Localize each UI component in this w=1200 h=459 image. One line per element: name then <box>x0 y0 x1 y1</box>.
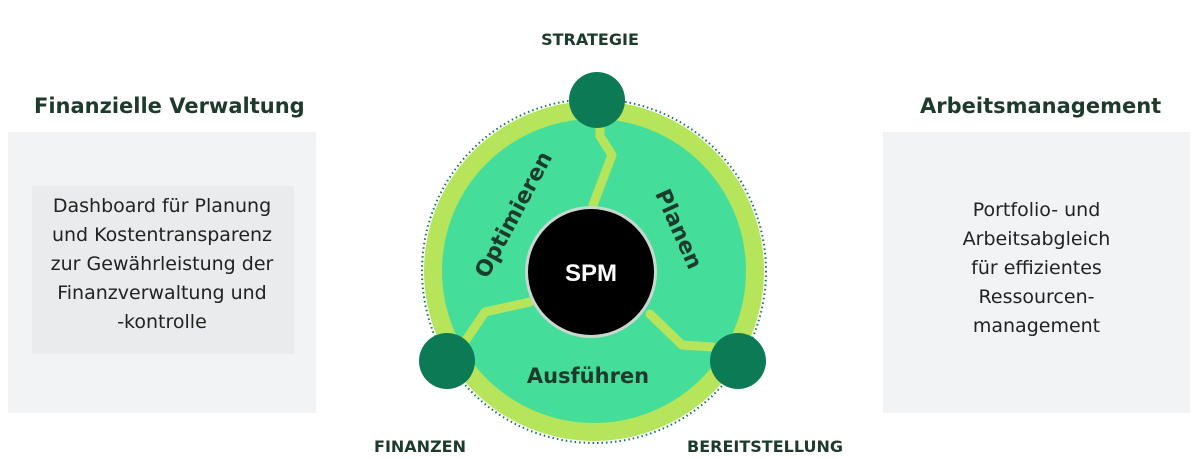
center-core <box>528 209 654 335</box>
node-finance <box>419 333 475 389</box>
node-label-strategy: STRATEGIE <box>541 30 639 49</box>
right-panel-text: Portfolio- und Arbeitsabgleich für effiz… <box>962 199 1111 337</box>
right-panel <box>883 132 1190 413</box>
node-label-delivery: BEREITSTELLUNG <box>687 437 843 456</box>
left-panel-text: Dashboard für Planung und Kostentranspar… <box>50 195 274 333</box>
right-panel-title: Arbeitsmanagement <box>920 94 1162 118</box>
node-strategy <box>569 72 625 128</box>
left-panel-title: Finanzielle Verwaltung <box>34 94 305 118</box>
segment-label-execute: Ausführen <box>527 364 649 388</box>
center-label: SPM <box>565 260 617 287</box>
left-panel <box>8 132 316 413</box>
left-panel-inner <box>32 186 294 354</box>
node-label-finance: FINANZEN <box>374 437 466 456</box>
node-delivery <box>710 333 766 389</box>
